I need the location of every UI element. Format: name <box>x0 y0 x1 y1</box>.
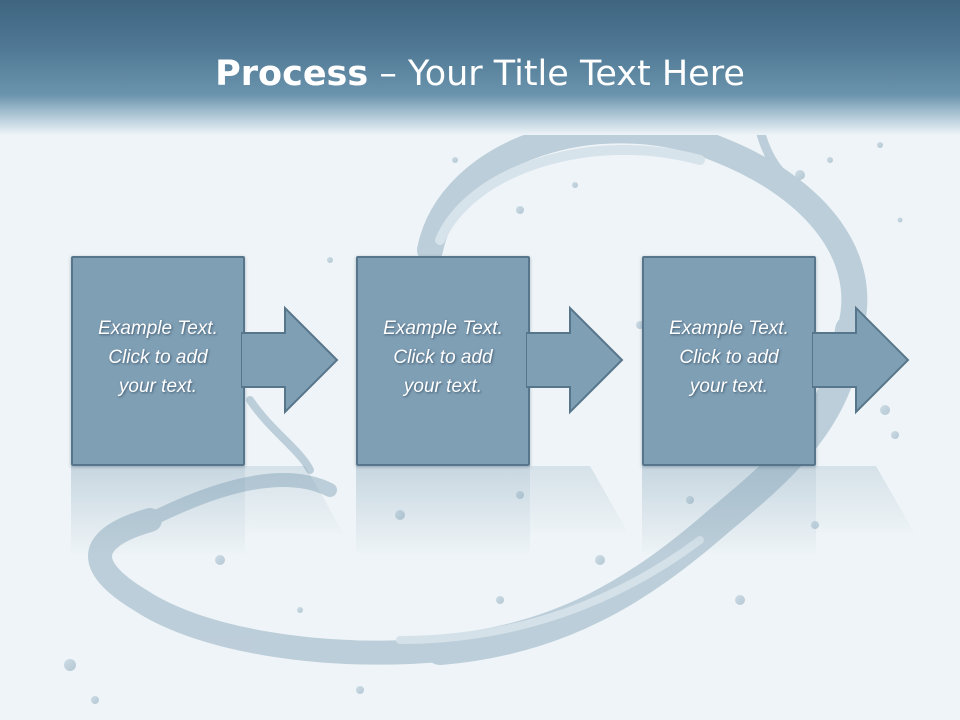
process-step-3[interactable]: Example Text. Click to add your text. <box>642 256 932 556</box>
step-text-line-3: your text. <box>689 376 769 397</box>
title-rest-text: – Your Title Text Here <box>368 54 745 94</box>
process-step-2[interactable]: Example Text. Click to add your text. <box>356 256 646 556</box>
step-reflection <box>642 466 816 556</box>
right-arrow-icon <box>241 305 339 415</box>
right-arrow-icon <box>812 305 910 415</box>
step-text-line-1: Example Text. <box>669 318 789 339</box>
step-text-line-2: Click to add <box>393 347 493 368</box>
step-reflection <box>356 466 530 556</box>
step-text[interactable]: Example Text. Click to add your text. <box>644 314 814 401</box>
step-text[interactable]: Example Text. Click to add your text. <box>358 314 528 401</box>
step-text-line-2: Click to add <box>108 347 208 368</box>
step-text-line-1: Example Text. <box>98 318 218 339</box>
step-reflection <box>71 466 245 556</box>
step-text-line-1: Example Text. <box>383 318 503 339</box>
title-bar <box>0 0 960 135</box>
process-step-1[interactable]: Example Text. Click to add your text. <box>71 256 361 556</box>
right-arrow-icon <box>526 305 624 415</box>
step-box[interactable]: Example Text. Click to add your text. <box>642 256 816 466</box>
slide-title[interactable]: Process – Your Title Text Here <box>0 52 960 96</box>
step-box[interactable]: Example Text. Click to add your text. <box>71 256 245 466</box>
step-text-line-3: your text. <box>118 376 198 397</box>
step-text-line-3: your text. <box>403 376 483 397</box>
step-text[interactable]: Example Text. Click to add your text. <box>73 314 243 401</box>
step-text-line-2: Click to add <box>679 347 779 368</box>
step-box[interactable]: Example Text. Click to add your text. <box>356 256 530 466</box>
title-bold-text: Process <box>215 54 369 94</box>
